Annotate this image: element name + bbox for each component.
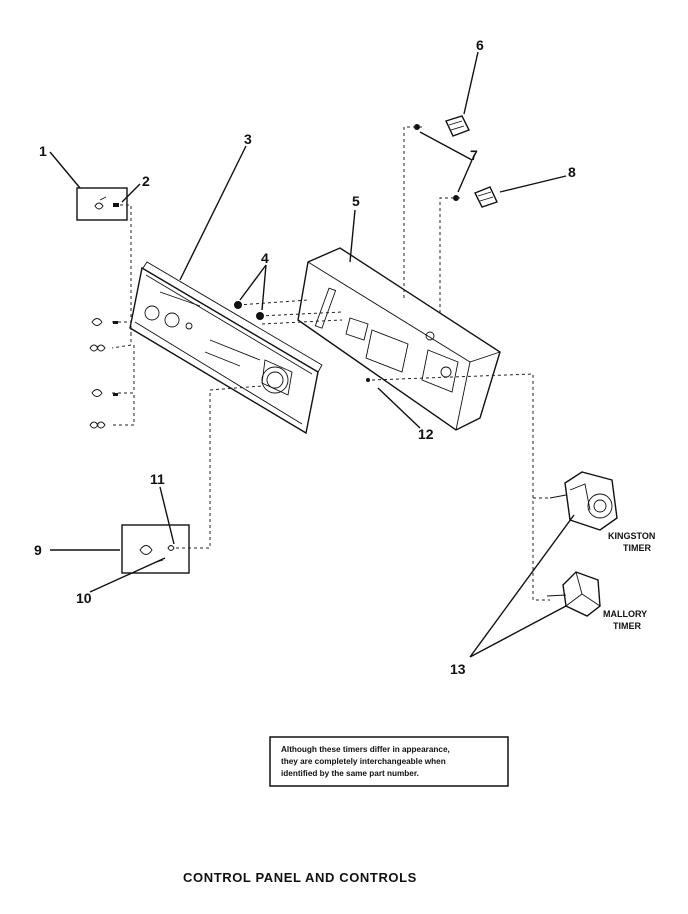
console-face-panel <box>129 261 323 435</box>
kingston-timer-label-line2: TIMER <box>623 543 651 553</box>
timer-labels: KINGSTON TIMER MALLORY TIMER <box>603 531 655 631</box>
switch-part-6 <box>445 115 470 137</box>
note-line-3: identified by the same part number. <box>281 769 419 778</box>
callout-10: 10 <box>76 590 92 606</box>
knob-kit-box-lower <box>121 524 190 574</box>
leader-lines <box>49 51 575 658</box>
note-line-2: they are completely interchangeable when <box>281 757 446 766</box>
callout-5: 5 <box>352 193 360 209</box>
mallory-timer-label-line2: TIMER <box>613 621 641 631</box>
note-line-1: Although these timers differ in appearan… <box>281 745 450 754</box>
callout-6: 6 <box>476 37 484 53</box>
callout-4: 4 <box>261 250 269 266</box>
callout-12: 12 <box>418 426 434 442</box>
assembly-dashed-lines <box>111 126 550 601</box>
mallory-timer <box>546 571 601 617</box>
callout-numbers: 1 2 3 4 5 6 7 8 9 10 11 12 13 <box>34 37 576 677</box>
callout-2: 2 <box>142 173 150 189</box>
callout-13: 13 <box>450 661 466 677</box>
diagram-title: CONTROL PANEL AND CONTROLS <box>183 870 417 885</box>
interchangeability-note: Although these timers differ in appearan… <box>269 736 509 787</box>
kingston-timer <box>549 471 618 531</box>
callout-1: 1 <box>39 143 47 159</box>
callout-11: 11 <box>150 471 165 487</box>
callout-3: 3 <box>244 131 252 147</box>
rear-control-panel <box>297 247 501 431</box>
mallory-timer-label-line1: MALLORY <box>603 609 647 619</box>
knob-kit-box-upper <box>76 187 128 221</box>
callout-7: 7 <box>470 147 478 163</box>
callout-8: 8 <box>568 164 576 180</box>
kingston-timer-label-line1: KINGSTON <box>608 531 655 541</box>
switch-part-8 <box>474 186 498 208</box>
callout-9: 9 <box>34 542 42 558</box>
